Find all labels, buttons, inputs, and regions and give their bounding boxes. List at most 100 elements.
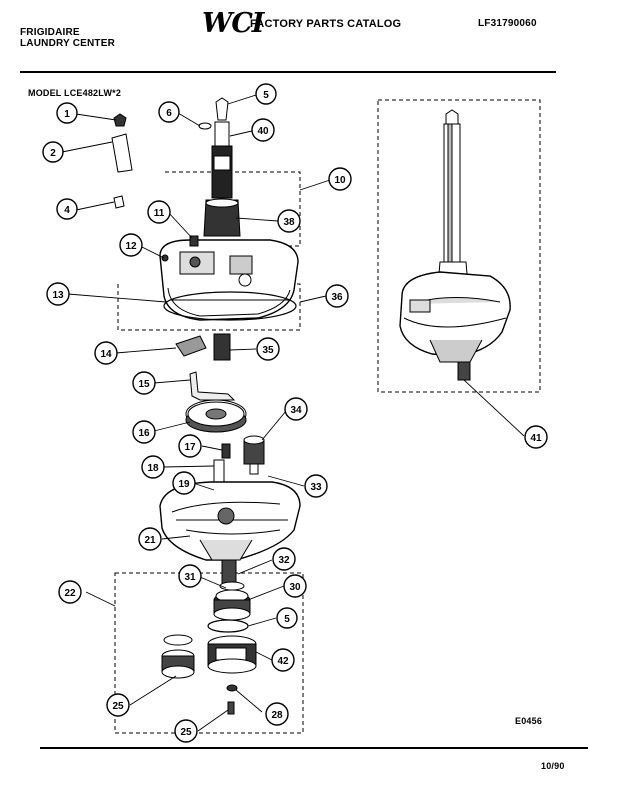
svg-text:30: 30 (289, 582, 301, 593)
svg-text:41: 41 (530, 433, 542, 444)
crank-15 (189, 371, 236, 401)
svg-text:34: 34 (290, 405, 302, 416)
clip-4 (113, 195, 125, 209)
ring-5 (207, 619, 249, 633)
svg-text:13: 13 (52, 290, 64, 301)
callout-36: 36 (325, 284, 349, 308)
svg-text:11: 11 (154, 208, 165, 219)
svg-text:36: 36 (331, 292, 343, 303)
callout-41: 41 (524, 425, 548, 449)
bottom-divider (40, 747, 588, 749)
callout-13: 13 (46, 282, 70, 306)
brand-line-2: LAUNDRY CENTER (20, 38, 116, 49)
callouts: 1 2 4 5 6 40 10 11 38 12 13 36 14 35 15 … (42, 83, 548, 743)
nut-1 (113, 113, 127, 127)
callout-38: 38 (277, 209, 301, 233)
cap-2 (111, 133, 133, 173)
callout-31: 31 (178, 564, 202, 588)
svg-text:5: 5 (284, 614, 290, 625)
main-gear-16 (185, 399, 247, 433)
callout-33: 33 (304, 474, 328, 498)
svg-text:14: 14 (100, 349, 112, 360)
svg-text:42: 42 (277, 656, 289, 667)
snap-ring (163, 634, 193, 646)
oring-6 (198, 122, 212, 130)
spacer-11 (189, 235, 199, 247)
washer-28 (226, 684, 238, 692)
group-box-41 (377, 99, 541, 393)
callout-14: 14 (94, 341, 118, 365)
model-label: MODEL LCE482LW*2 (28, 88, 122, 98)
callout-30: 30 (283, 574, 307, 598)
pinion-35 (213, 333, 231, 361)
callout-4: 4 (56, 198, 78, 220)
drawing-code: E0456 (515, 716, 543, 726)
footer-date: 10/90 (541, 761, 565, 771)
callout-19: 19 (172, 471, 196, 495)
svg-text:25: 25 (112, 701, 124, 712)
callout-6: 6 (158, 101, 180, 123)
complete-transmission-41 (399, 109, 511, 381)
svg-text:17: 17 (184, 442, 196, 453)
svg-text:18: 18 (147, 463, 159, 474)
callout-12: 12 (119, 233, 143, 257)
callout-42: 42 (271, 648, 295, 672)
callout-35: 35 (256, 337, 280, 361)
svg-text:5: 5 (263, 90, 269, 101)
bracket-14 (175, 335, 207, 357)
agitator-shaft (203, 97, 241, 237)
svg-text:1: 1 (64, 109, 70, 120)
group-box-10 (165, 171, 301, 247)
callout-25-upper: 25 (106, 693, 130, 717)
svg-text:4: 4 (64, 205, 70, 216)
gear-case-cover (159, 239, 299, 321)
callout-5-lower: 5 (276, 607, 298, 629)
svg-text:35: 35 (262, 345, 274, 356)
callout-40: 40 (251, 118, 275, 142)
leader-lines (61, 94, 525, 732)
svg-text:15: 15 (138, 379, 150, 390)
svg-text:31: 31 (184, 572, 196, 583)
brand-line-1: FRIGIDAIRE (20, 27, 80, 38)
callout-34: 34 (284, 397, 308, 421)
callout-1: 1 (56, 102, 78, 124)
top-divider (20, 71, 556, 73)
bolt-12 (161, 254, 169, 262)
svg-text:32: 32 (278, 555, 290, 566)
seal-31 (219, 581, 245, 591)
callout-16: 16 (132, 420, 156, 444)
callout-5: 5 (255, 83, 277, 105)
svg-text:21: 21 (144, 535, 156, 546)
gasket-13 (163, 291, 297, 321)
clutch-30 (213, 589, 251, 621)
svg-text:40: 40 (257, 126, 269, 137)
svg-text:25: 25 (180, 727, 192, 738)
catalog-number: LF31790060 (478, 18, 537, 29)
svg-text:10: 10 (334, 175, 346, 186)
callout-28: 28 (265, 702, 289, 726)
svg-text:2: 2 (50, 148, 56, 159)
group-box-22 (114, 572, 304, 734)
svg-text:28: 28 (271, 710, 283, 721)
svg-text:38: 38 (283, 217, 295, 228)
callout-17: 17 (178, 434, 202, 458)
svg-text:12: 12 (125, 241, 137, 252)
callout-25-lower: 25 (174, 719, 198, 743)
brake-25 (161, 649, 195, 679)
callout-11: 11 (147, 200, 171, 224)
screw-26 (227, 701, 235, 715)
wci-logo: WCI (202, 8, 264, 39)
pin-17 (221, 443, 231, 459)
catalog-title: FACTORY PARTS CATALOG (250, 18, 402, 30)
callout-22: 22 (58, 580, 82, 604)
svg-text:33: 33 (310, 482, 322, 493)
svg-text:16: 16 (138, 428, 150, 439)
svg-text:6: 6 (166, 108, 172, 119)
callout-32: 32 (272, 547, 296, 571)
callout-10: 10 (328, 167, 352, 191)
callout-15: 15 (132, 371, 156, 395)
svg-text:19: 19 (178, 479, 190, 490)
svg-text:22: 22 (64, 588, 76, 599)
gear-34 (243, 435, 265, 475)
